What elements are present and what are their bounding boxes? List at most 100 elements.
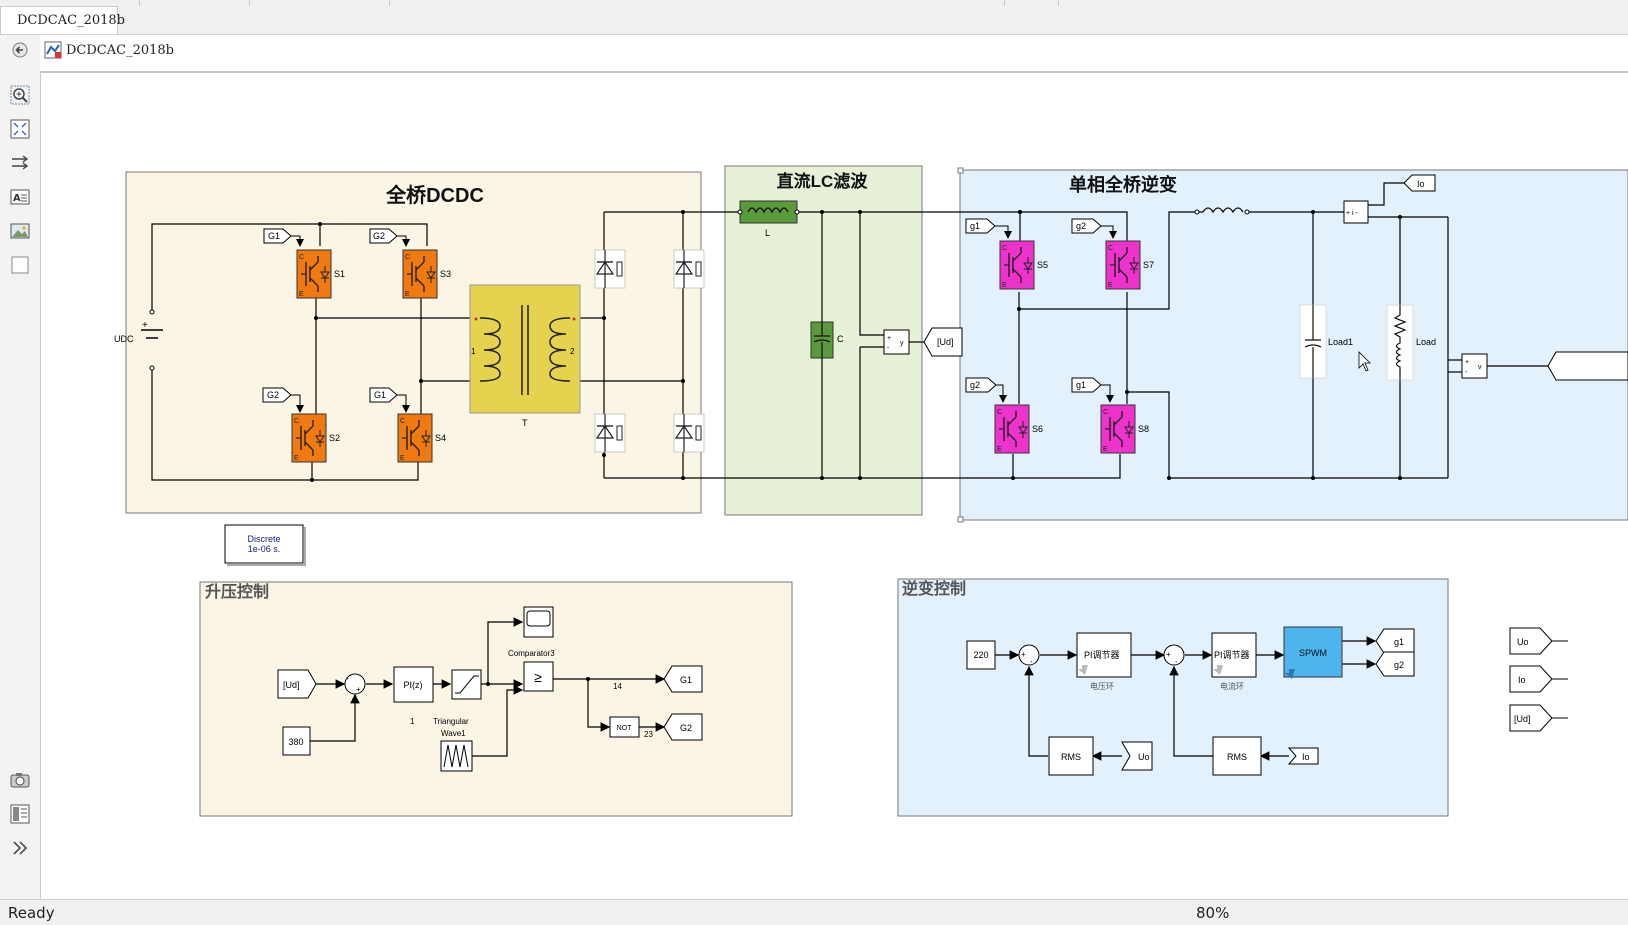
fit-view-icon[interactable]	[8, 117, 32, 141]
goto-tag-g2[interactable]: g2	[1071, 218, 1117, 239]
current-measurement-io[interactable]: + i -	[1343, 200, 1369, 224]
image-icon[interactable]	[8, 219, 32, 243]
from-tag-ud-right[interactable]: [Ud]	[1509, 704, 1568, 732]
goto-tag-g2[interactable]: G2	[369, 228, 410, 247]
signal-arrows-icon[interactable]	[8, 151, 32, 175]
not-block[interactable]: NOT	[609, 716, 640, 738]
goto-tag-g2[interactable]: g2	[965, 377, 1007, 403]
zoom-level[interactable]: 80%	[1196, 904, 1230, 922]
sum-block-boost[interactable]: - +	[344, 673, 366, 695]
diode-d2[interactable]	[673, 249, 705, 289]
diode-d3[interactable]	[594, 413, 626, 453]
igbt-s1[interactable]	[296, 249, 332, 299]
pi-gain-label: 1	[410, 717, 415, 726]
voltage-measurement-uo[interactable]: +- v	[1461, 353, 1488, 379]
goto-tag-g1[interactable]: g1	[1375, 628, 1415, 654]
from-tag-ud[interactable]: [Ud]	[277, 669, 317, 699]
svg-text:Io: Io	[1302, 752, 1310, 762]
igbt-s7[interactable]	[1105, 240, 1141, 290]
load-rl[interactable]	[1386, 304, 1414, 381]
svg-text:RMS: RMS	[1061, 752, 1081, 762]
model-tab[interactable]: DCDCAC_2018b	[0, 6, 125, 34]
triangular-label-2: Wave1	[441, 729, 466, 738]
rms-block-current[interactable]: RMS	[1212, 736, 1262, 776]
inductor-l[interactable]	[737, 200, 800, 224]
transformer-label: T	[522, 418, 528, 428]
from-tag-uo[interactable]: Uo	[1121, 741, 1153, 771]
expand-icon[interactable]	[8, 836, 32, 860]
svg-text:A: A	[13, 193, 21, 204]
model-canvas[interactable]: C E 全桥DCDC 直流LC滤波 单相全桥逆变 升压控制 逆变控制	[41, 72, 1628, 903]
breadcrumb-model-name[interactable]: DCDCAC_2018b	[66, 43, 174, 58]
output-inductor[interactable]	[1194, 207, 1250, 215]
goto-tag-g1[interactable]: g1	[1071, 377, 1114, 403]
switch-label-s5: S5	[1037, 260, 1048, 270]
diode-d1[interactable]	[594, 249, 626, 289]
model-address-bar: DCDCAC_2018b	[40, 35, 1628, 73]
area-inverter-control[interactable]	[897, 578, 1449, 817]
spwm-block[interactable]: SPWM	[1283, 626, 1343, 679]
pi-controller-current[interactable]: PI调节器	[1211, 632, 1257, 678]
svg-text:[Ud]: [Ud]	[937, 337, 954, 347]
svg-text:SPWM: SPWM	[1299, 648, 1327, 658]
scope-block[interactable]	[523, 606, 554, 638]
rms-block-voltage[interactable]: RMS	[1048, 736, 1094, 776]
goto-tag-g1[interactable]: G1	[369, 387, 410, 413]
igbt-s2[interactable]	[291, 413, 327, 463]
igbt-s4[interactable]	[397, 413, 433, 463]
igbt-s3[interactable]	[402, 249, 438, 299]
svg-text:g2: g2	[970, 380, 980, 390]
from-tag-io-right[interactable]: Io	[1509, 665, 1568, 693]
transformer-t[interactable]	[469, 284, 581, 414]
svg-text:-: -	[1030, 657, 1033, 666]
from-tag-uo-right[interactable]: Uo	[1509, 627, 1568, 655]
pi-controller-boost[interactable]: PI(z)	[393, 666, 434, 703]
annotation-icon[interactable]: A	[8, 185, 32, 209]
switch-label-s7: S7	[1143, 260, 1154, 270]
svg-text:[Ud]: [Ud]	[1514, 714, 1531, 724]
model-browser-icon[interactable]	[8, 802, 32, 826]
selection-handle[interactable]	[957, 516, 964, 523]
zoom-in-icon[interactable]	[8, 83, 32, 107]
goto-tag-uo-partial[interactable]	[1547, 351, 1628, 381]
svg-text:PI调节器: PI调节器	[1084, 650, 1120, 660]
area-icon[interactable]	[8, 253, 32, 277]
inverter-wiring	[1000, 182, 1548, 479]
dcdc-junctions	[310, 210, 685, 482]
switch-label-s1: S1	[334, 269, 345, 279]
igbt-s8[interactable]	[1100, 404, 1136, 454]
igbt-s5[interactable]	[999, 240, 1035, 290]
diode-d4[interactable]	[673, 413, 705, 453]
goto-tag-ud[interactable]: [Ud]	[923, 327, 963, 357]
goto-tag-g1[interactable]: G1	[263, 228, 304, 247]
comparator-block[interactable]: ≥	[523, 661, 554, 692]
from-tag-io[interactable]: Io	[1287, 747, 1319, 765]
goto-tag-g1[interactable]: G1	[663, 665, 703, 693]
snapshot-icon[interactable]	[8, 768, 32, 792]
powergui-block[interactable]: Discrete 1e-06 s.	[224, 524, 306, 566]
svg-text:Io: Io	[1417, 179, 1425, 189]
capacitor-c[interactable]	[810, 321, 834, 359]
goto-tag-g2[interactable]: g2	[1375, 651, 1415, 677]
goto-tag-g1[interactable]: g1	[965, 218, 1012, 239]
svg-text:380: 380	[288, 737, 303, 747]
dc-voltage-source-udc[interactable]: +	[141, 309, 163, 371]
goto-tag-g2[interactable]: G2	[262, 387, 304, 413]
constant-380[interactable]: 380	[282, 726, 311, 756]
goto-tag-io[interactable]: Io	[1403, 174, 1436, 192]
constant-220[interactable]: 220	[966, 640, 996, 670]
pi-controller-voltage[interactable]: PI调节器	[1076, 632, 1132, 678]
igbt-s6[interactable]	[994, 404, 1030, 454]
sum-block-voltage[interactable]: + -	[1018, 644, 1040, 666]
sum-block-current[interactable]: + -	[1163, 644, 1185, 666]
area-boost-control[interactable]	[199, 581, 793, 817]
back-icon[interactable]	[8, 38, 32, 62]
area-title-inverter: 单相全桥逆变	[1069, 174, 1177, 195]
selection-handle[interactable]	[957, 167, 964, 174]
area-single-phase-inverter[interactable]	[959, 169, 1628, 521]
triangular-wave-block[interactable]	[440, 740, 473, 772]
load1-capacitor[interactable]	[1299, 304, 1327, 379]
goto-tag-g2[interactable]: G2	[663, 713, 703, 741]
voltage-measurement-ud[interactable]: +- y	[883, 329, 910, 355]
saturation-block[interactable]	[451, 669, 482, 700]
